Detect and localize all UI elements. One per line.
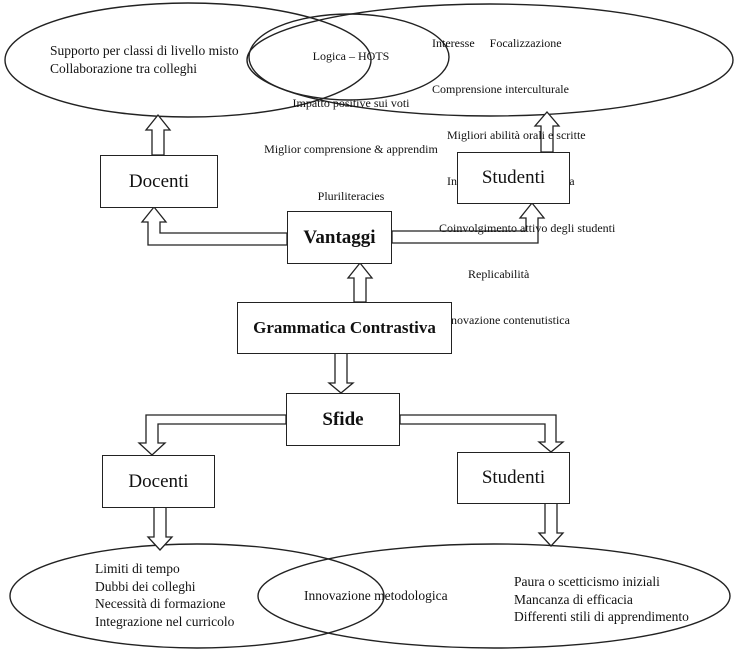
challenges-label: Sfide <box>322 408 364 430</box>
advantages-students-label: Studenti <box>481 167 546 188</box>
arrow-studenti-challenges <box>537 502 565 547</box>
advantages-label: Vantaggi <box>303 226 376 248</box>
list-item: Miglior comprensione & apprendim <box>264 142 438 156</box>
arrow-grammatica-vantaggi <box>346 261 374 303</box>
list-item: Migliori abilità orali e scritte <box>447 128 586 143</box>
advantages-teachers-label: Docenti <box>128 170 190 192</box>
challenges-teachers-box: Docenti <box>102 455 215 508</box>
challenges-students-box: Studenti <box>457 452 570 504</box>
advantages-box: Vantaggi <box>287 211 392 264</box>
list-item: Logica – HOTS <box>312 49 390 63</box>
arrow-docenti-challenges <box>146 506 174 551</box>
list-item: Innovazione contenutistica <box>441 313 570 328</box>
challenges-students-label: Studenti <box>481 467 546 488</box>
advantages-teachers-ellipse <box>4 2 372 118</box>
root-label: Grammatica Contrastiva <box>253 318 436 337</box>
list-item: Dubbi dei colleghi <box>95 578 196 594</box>
challenges-shared-list: Innovazione metodologica <box>304 587 448 605</box>
list-item: Replicabilità <box>468 266 530 281</box>
list-item: Collaborazione tra colleghi <box>50 60 197 76</box>
list-item: Limiti di tempo <box>95 561 180 576</box>
advantages-shared-ellipse <box>248 13 450 101</box>
list-item: Necessità di formazione <box>95 596 226 611</box>
advantages-students-box: Studenti <box>457 152 570 204</box>
list-item: Coinvolgimento attivo degli studenti <box>439 220 616 235</box>
root-box: Grammatica Contrastiva <box>237 302 452 354</box>
arrow-grammatica-sfide <box>327 352 355 394</box>
challenges-box: Sfide <box>286 393 400 446</box>
challenges-teachers-list: Limiti di tempo Dubbi dei colleghi Neces… <box>95 560 234 630</box>
challenges-students-ellipse <box>257 543 731 649</box>
list-item: Mancanza di efficacia <box>514 591 633 607</box>
arrow-up-studenti-ellipse <box>533 111 561 153</box>
advantages-students-ellipse <box>246 3 734 117</box>
advantages-teachers-list: Supporto per classi di livello misto Col… <box>50 42 239 77</box>
list-item: Differenti stili di apprendimento <box>514 609 689 624</box>
arrow-vantaggi-docenti <box>140 205 288 246</box>
arrow-sfide-studenti <box>399 414 565 453</box>
list-item: Impatto positive sui voti <box>292 95 410 110</box>
challenges-teachers-label: Docenti <box>128 470 189 492</box>
challenges-students-list: Paura o scetticismo iniziali Mancanza di… <box>514 573 689 626</box>
list-item: Pluriliteracies <box>317 188 385 203</box>
advantages-teachers-box: Docenti <box>100 155 218 208</box>
arrow-vantaggi-studenti <box>391 201 546 244</box>
list-item: Integrazione nel curricolo <box>95 613 235 629</box>
arrow-sfide-docenti <box>137 414 287 456</box>
list-item: Interesse Focalizzazione <box>432 35 562 50</box>
list-item: Innovazione metodologica <box>304 588 448 603</box>
arrow-up-docenti-ellipse <box>144 113 172 156</box>
list-item: Paura o scetticismo iniziali <box>514 574 660 589</box>
list-item: Comprensione interculturale <box>432 82 569 97</box>
list-item: Supporto per classi di livello misto <box>50 43 239 58</box>
challenges-teachers-ellipse <box>9 543 385 649</box>
